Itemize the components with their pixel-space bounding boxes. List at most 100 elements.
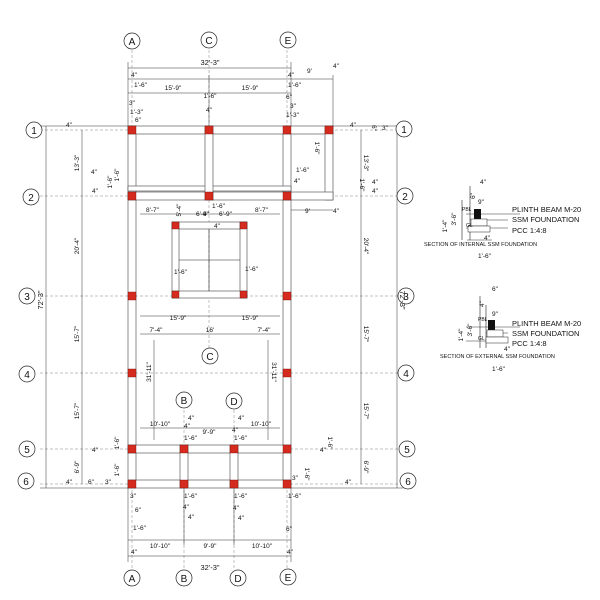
dim-bot-e-3: 3" <box>292 475 299 482</box>
column-c1 <box>204 125 214 135</box>
sec-ext-d4b: 4" <box>504 346 511 353</box>
dim-right-f2: 1'-6" <box>358 179 365 193</box>
svg-text:E: E <box>285 573 292 584</box>
dim-mid-74a: 7'-4" <box>150 327 164 334</box>
grid-bubble-inner-b: B <box>175 391 193 409</box>
column-core-br <box>239 290 248 299</box>
sec-ext-pbl: PBL <box>478 317 488 323</box>
dim-top-e-13: 1'-3" <box>286 112 300 119</box>
dim-right-w5: 4" <box>320 447 327 454</box>
sec-ext-label-ssm: SSM FOUNDATION <box>512 329 579 338</box>
column-e6 <box>282 479 292 489</box>
sec-int-d16: 1'-6" <box>478 253 492 260</box>
dim-left-w6: 4" <box>66 479 73 486</box>
grid-bubble-top-a: A <box>123 32 141 50</box>
dim-bot-d-4b: 4" <box>238 515 245 522</box>
column-core-bl <box>171 290 180 299</box>
dim-bot-d-4a: 4" <box>233 505 240 512</box>
dim-core-16l: 1'-6" <box>174 269 188 276</box>
dim-left-overall: 72'-3" <box>36 290 45 309</box>
dim-bot-bay-de: 10'-10" <box>252 543 273 550</box>
column-a2 <box>127 191 137 201</box>
grid-bubble-bottom-a: A <box>123 569 141 587</box>
dim-bot-b-16: 1'-6" <box>184 493 198 500</box>
column-d6 <box>229 479 239 489</box>
dim-core-4: 4" <box>203 211 210 218</box>
dim-low-99: 9'-9" <box>203 429 217 436</box>
sec-ext-d4: 4" <box>479 300 486 307</box>
grid-bubble-inner-c: C <box>201 347 219 365</box>
dimension-lines <box>40 62 403 562</box>
dim-mid-159a: 15'-9" <box>170 315 187 322</box>
grid-bubbles-left: 1 2 3 4 5 6 <box>17 121 43 490</box>
core-internal-lines <box>179 229 240 291</box>
dim-core-16: 1'-6" <box>212 203 226 210</box>
dim-top-a-3: 3" <box>129 100 136 107</box>
dim-top-wall-e: 4" <box>288 72 295 79</box>
dim-low-16b: 1'-6" <box>234 435 248 442</box>
dim-bot-bay-ab: 10'-10" <box>150 543 171 550</box>
dim-top-bay-ce: 15'-9" <box>242 85 259 92</box>
top-dimension-labels: 32'-3" 4" 4" 9' 4" 1'-6" 15'-9" 1'-6" 15… <box>129 58 340 124</box>
dim-v-3111b: 31'-11" <box>270 362 277 382</box>
grid-bubble-right-6: 6 <box>399 472 417 490</box>
column-a4 <box>127 368 137 378</box>
grid-bubbles-bottom: A B D E <box>123 568 297 587</box>
grid-bubble-top-c: C <box>200 31 218 49</box>
dim-top-a-13: 1'-3" <box>130 109 144 116</box>
sec-ext-d6: 6" <box>492 286 499 293</box>
grid-bubble-top-e: E <box>279 31 297 49</box>
dim-room-w2-b: 8'-7" <box>255 207 269 214</box>
dim-right-w2a: 4" <box>372 179 379 186</box>
grid-bubble-inner-d: D <box>225 392 243 410</box>
dim-left-w1: 4" <box>66 122 73 129</box>
grid-bubble-bottom-d: D <box>229 569 247 587</box>
grid-bubble-right-3: 3 <box>397 287 415 305</box>
svg-text:B: B <box>181 574 188 585</box>
column-core-tl <box>171 221 180 230</box>
dim-bot-b-4b: 4" <box>188 514 195 521</box>
dim-top-wall-a: 4" <box>131 72 138 79</box>
sec-int-pbl: PBL <box>462 207 472 213</box>
dim-ext-4b: 4" <box>294 178 301 185</box>
dim-left-w2b: 4" <box>92 188 99 195</box>
dim-core-69a: 6'-9" <box>196 211 210 218</box>
column-a6 <box>127 479 137 489</box>
svg-text:B: B <box>181 396 188 407</box>
svg-text:1: 1 <box>401 125 407 136</box>
dim-right-r45: 15'-7" <box>362 403 369 420</box>
svg-text:C: C <box>206 352 213 363</box>
dim-right-r56: 6'-9" <box>362 461 369 475</box>
column-d5 <box>229 444 239 454</box>
svg-text:3: 3 <box>403 292 409 303</box>
grid-bubble-left-3: 3 <box>18 287 36 305</box>
dim-top-a-6: 6" <box>135 117 142 124</box>
grid-bubbles-inner: C B D <box>175 347 243 410</box>
dim-low-4a: 4" <box>188 415 195 422</box>
dim-top-e-3: 3" <box>290 103 297 110</box>
dim-left-f6: 1'-6" <box>114 463 121 477</box>
svg-text:D: D <box>230 397 237 408</box>
dim-right-w1: 4" <box>350 122 357 129</box>
dim-top-bay-ac: 15'-9" <box>165 85 182 92</box>
svg-text:5: 5 <box>24 445 30 456</box>
column-e5 <box>282 444 292 454</box>
footing-walls <box>127 125 334 489</box>
dim-v-3111a: 31'-11" <box>146 361 153 381</box>
dim-ext-9: 9' <box>305 208 310 215</box>
svg-text:2: 2 <box>402 192 408 203</box>
svg-text:A: A <box>129 574 136 585</box>
sec-int-d36: 3'-6" <box>451 212 458 226</box>
sec-ext-d14: 1'-4" <box>458 328 465 342</box>
grid-bubble-left-5: 5 <box>18 440 36 458</box>
inner-dimension-labels: 8'-7" 8'-7" 1'-6" 6'-9" 6'-9" 4" 5'-4" 4… <box>146 167 340 442</box>
dim-top-foot-a: 1'-6" <box>134 82 148 89</box>
sec-ext-label-plinth-beam: PLINTH BEAM M-20 <box>512 319 581 328</box>
dim-low-4c: 4" <box>238 415 245 422</box>
dim-top-e-6: 6" <box>286 94 293 101</box>
bottom-dimension-labels: 3" 6" 1'-6" 1'-6" 4" 4" 1'-6" 4" 4" 3" 1… <box>130 475 302 572</box>
column-a3 <box>127 291 137 301</box>
column-markers <box>127 125 334 489</box>
sec-int-label-plinth-beam: PLINTH BEAM M-20 <box>512 205 581 214</box>
